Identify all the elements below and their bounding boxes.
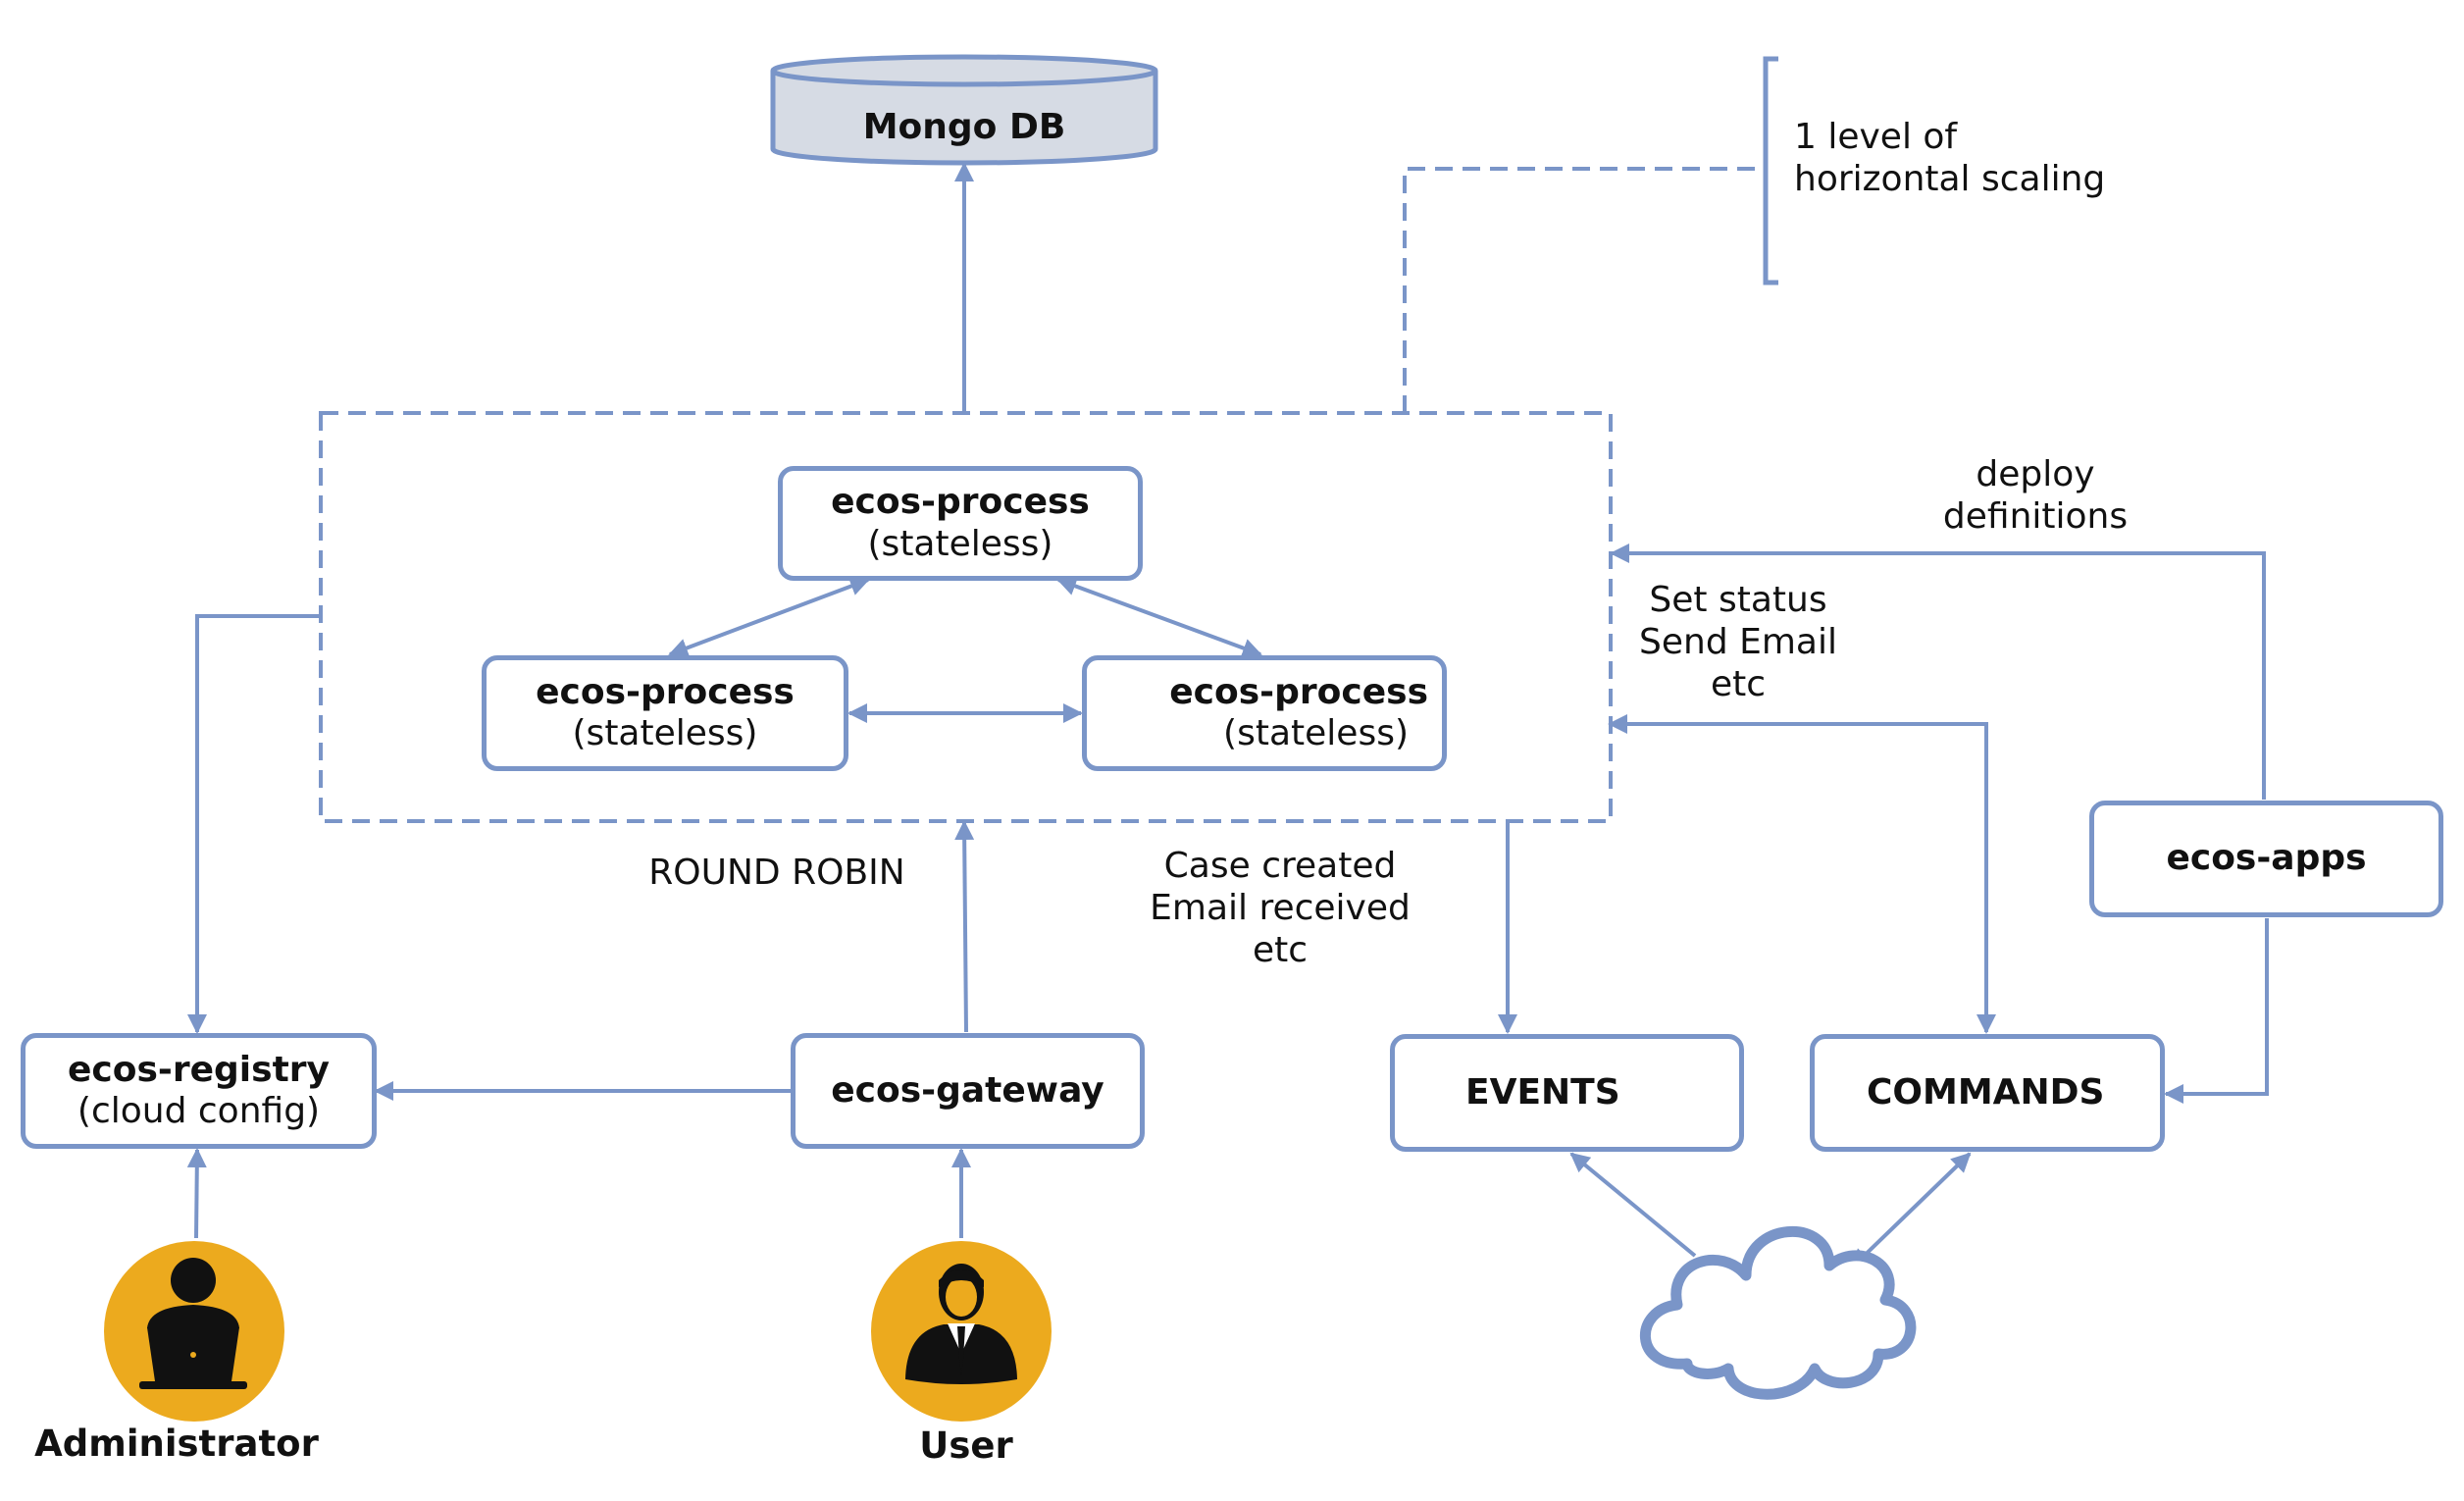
service-name: ecos-apps: [2166, 838, 2367, 879]
cluster-to-registry-arrow: [187, 614, 321, 1034]
incoming-commands-label: Set status Send Email etc: [1581, 579, 1895, 706]
cloud-to-events-arrow: [1569, 1152, 1697, 1258]
apps-to-cluster-arrow: [1610, 543, 2266, 800]
administrator-label: Administrator: [34, 1423, 319, 1465]
service-name: ecos-registry: [68, 1049, 330, 1090]
commands-box[interactable]: COMMANDS: [1810, 1034, 2165, 1152]
commands-cluster-arrow: [1608, 714, 1996, 1034]
outgoing-line-2: Email received: [1150, 888, 1411, 929]
ecos-apps-box[interactable]: ecos-apps: [2089, 801, 2443, 917]
events-box[interactable]: EVENTS: [1390, 1034, 1744, 1152]
cloud-icon: [1639, 1226, 1917, 1400]
ecos-process-node-top[interactable]: ecos-process (stateless): [778, 466, 1143, 581]
service-name: ecos-gateway: [831, 1069, 1104, 1111]
cloud-commands-arrow: [1850, 1152, 1972, 1269]
outgoing-events-label: Case created Email received etc: [1123, 845, 1437, 972]
deploy-line-2: definitions: [1942, 496, 2129, 538]
ecos-gateway-box[interactable]: ecos-gateway: [791, 1033, 1145, 1149]
outgoing-line-1: Case created: [1163, 846, 1397, 886]
service-note: (cloud config): [77, 1091, 321, 1131]
incoming-line-1: Set status: [1649, 580, 1827, 620]
node-note: (stateless): [1223, 713, 1409, 753]
admin-to-registry-arrow: [186, 1148, 207, 1239]
ecos-registry-box[interactable]: ecos-registry (cloud config): [21, 1033, 377, 1149]
gateway-to-cluster-arrow: [954, 820, 975, 1033]
deploy-definitions-label: deploy definitions: [1864, 453, 2207, 538]
ecos-process-node-left[interactable]: ecos-process (stateless): [482, 655, 848, 771]
node-note: (stateless): [867, 523, 1053, 564]
node-name: ecos-process: [831, 482, 1090, 523]
mongo-db-label: Mongo DB: [862, 107, 1066, 147]
service-name: EVENTS: [1465, 1071, 1620, 1113]
scaling-note-line-2: horizontal scaling: [1794, 159, 2106, 200]
node-name: ecos-process: [536, 671, 795, 712]
round-robin-label: ROUND ROBIN: [648, 853, 905, 893]
incoming-line-2: Send Email: [1639, 622, 1837, 663]
apps-to-commands-arrow: [2164, 918, 2269, 1104]
process-top-right-link: [1056, 576, 1262, 658]
user-label: User: [919, 1424, 1013, 1467]
outgoing-line-3: etc: [1252, 930, 1309, 971]
scaling-note: 1 level of horizontal scaling: [1794, 116, 2105, 200]
administrator-laptop-icon: [104, 1241, 284, 1422]
incoming-line-3: etc: [1710, 664, 1767, 705]
node-note: (stateless): [572, 713, 758, 753]
ecos-process-node-right[interactable]: ecos-process (stateless): [1082, 655, 1447, 771]
node-name: ecos-process: [1169, 671, 1428, 712]
scaling-leader-line: [1403, 167, 1761, 413]
scaling-note-line-1: 1 level of: [1794, 117, 1958, 157]
service-name: COMMANDS: [1867, 1071, 2105, 1113]
process-top-left-link: [668, 576, 870, 658]
user-businessman-icon: [871, 1241, 1052, 1422]
scaling-bracket: [1763, 56, 1778, 285]
deploy-line-1: deploy: [1976, 454, 2095, 494]
